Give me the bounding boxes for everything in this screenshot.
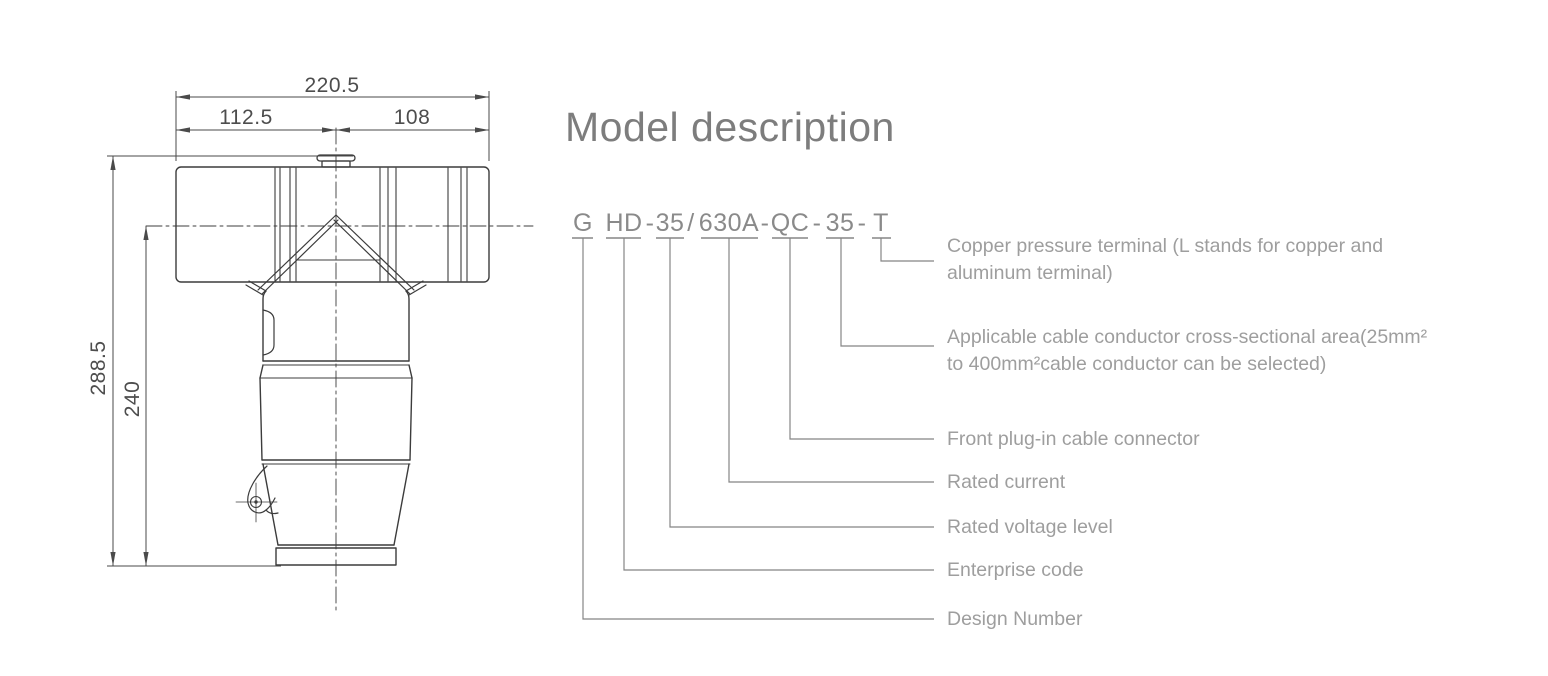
code-separator: - (812, 209, 822, 237)
code-segment-terminal: T (873, 209, 889, 237)
page-title: Model description (565, 104, 895, 150)
dim-label-total-width: 220.5 (304, 74, 360, 97)
code-separator: - (857, 209, 867, 237)
dimension-arrows (110, 94, 489, 566)
description-line: Copper pressure terminal (L stands for c… (947, 235, 1384, 257)
centerlines (145, 127, 534, 613)
code-separator: / (687, 209, 695, 237)
code-segment-voltage: 35 (655, 209, 685, 237)
code-segment-design: G (573, 209, 593, 237)
dim-label-left-width: 112.5 (219, 106, 273, 129)
connector-enterprise-code (623, 238, 934, 571)
code-segment-cross-section: 35 (825, 209, 855, 237)
connector-front-plug (789, 238, 934, 440)
code-segment-enterprise: HD (605, 209, 643, 237)
code-segment-current: 630A (698, 209, 760, 237)
cylinder-rings (274, 167, 468, 282)
side-tab (262, 309, 275, 356)
description-line: aluminum terminal) (947, 262, 1113, 284)
dim-label-right-width: 108 (393, 106, 431, 129)
connector-design-number (582, 238, 934, 620)
connector-rated-current (728, 238, 934, 483)
code-separator: - (760, 209, 770, 237)
description-rated-current: Rated current (947, 471, 1066, 493)
description-rated-voltage: Rated voltage level (947, 516, 1113, 538)
connector-terminal (880, 238, 934, 262)
dimension-lines (107, 91, 490, 567)
connector-rated-voltage (669, 238, 934, 528)
shoulder-chamfers (245, 280, 427, 296)
dim-label-total-height: 288.5 (87, 340, 110, 396)
dim-label-inner-height: 240 (121, 380, 144, 418)
technical-drawing (145, 127, 534, 613)
description-terminal: Copper pressure terminal (L stands for c… (947, 233, 1383, 287)
description-line: to 400mm²cable conductor can be selected… (947, 353, 1327, 375)
connector-cross-section (840, 238, 934, 347)
description-front-plug: Front plug-in cable connector (947, 428, 1200, 450)
description-cross-section: Applicable cable conductor cross-section… (947, 324, 1427, 378)
description-line: Applicable cable conductor cross-section… (947, 326, 1428, 348)
grounding-lug (235, 465, 279, 523)
inner-cone (257, 214, 415, 295)
connector-horizontal-body (175, 166, 490, 283)
model-code-connectors (582, 238, 934, 620)
description-design-number: Design Number (947, 608, 1083, 630)
code-separator: - (645, 209, 655, 237)
description-enterprise-code: Enterprise code (947, 559, 1084, 581)
code-segment-plug-type: QC (770, 209, 810, 237)
